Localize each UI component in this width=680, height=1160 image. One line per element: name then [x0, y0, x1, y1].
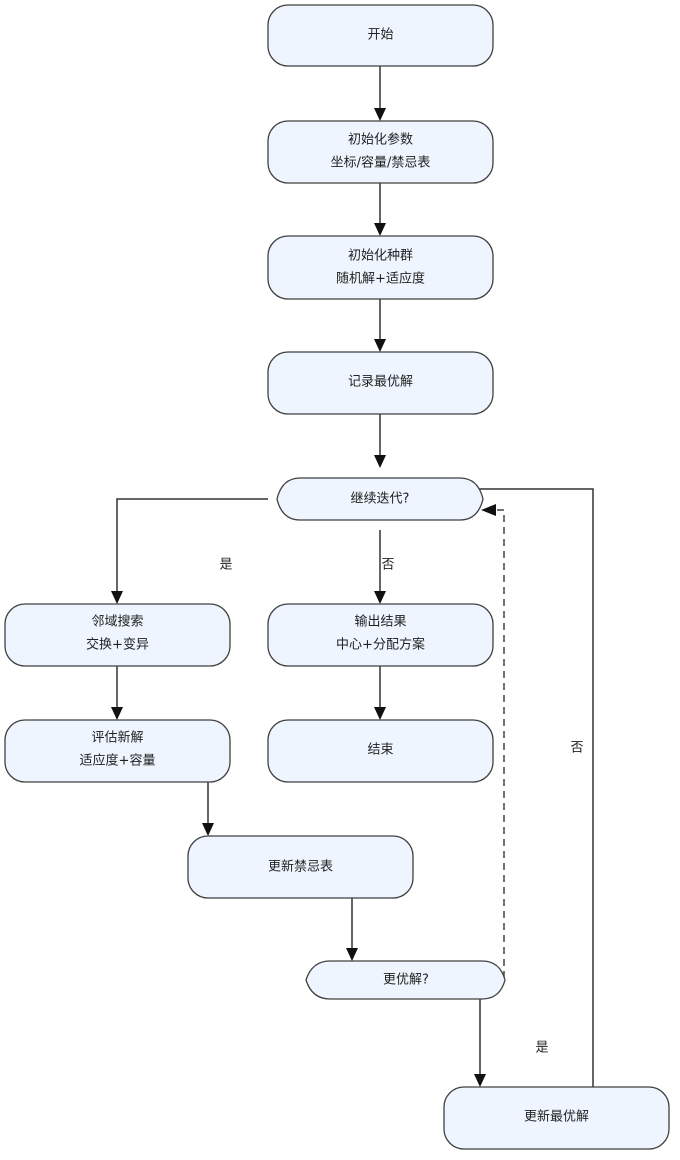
arrowhead [374, 339, 386, 352]
edge-continue-to-neighbor-search [116, 498, 268, 593]
arrowhead [481, 504, 496, 516]
node-init-params-label-2: 坐标/容量/禁忌表 [331, 155, 431, 171]
node-continue-iteration: 继续迭代? [276, 477, 484, 521]
node-end-shape [267, 719, 494, 783]
node-init-population-label-1: 初始化种群 [348, 249, 413, 264]
arrowhead [111, 707, 123, 720]
node-end: 结束 [267, 719, 494, 783]
node-output-result-label-1: 输出结果 [354, 614, 406, 630]
node-better-solution: 更优解? [305, 960, 506, 1000]
node-evaluate-new: 评估新解 适应度+容量 [4, 719, 231, 783]
node-neighbor-search-label-2: 交换+变异 [86, 637, 149, 653]
arrowhead [374, 591, 386, 604]
node-start-label: 开始 [367, 28, 393, 43]
arrowhead [474, 1074, 486, 1087]
arrowhead [374, 223, 386, 236]
node-start: 开始 [267, 4, 494, 67]
node-evaluate-new-shape [4, 719, 231, 783]
edge-better-to-continue-dashed [494, 509, 505, 978]
node-better-solution-label: 更优解? [383, 973, 429, 988]
edge-label-continue-yes: 是 [219, 558, 232, 573]
node-output-result-shape [267, 603, 494, 667]
node-init-population-label-2: 随机解+适应度 [336, 271, 425, 287]
node-update-tabu-label: 更新禁忌表 [268, 859, 333, 875]
node-start-shape [267, 4, 494, 67]
arrowhead [111, 591, 123, 604]
arrowhead [346, 948, 358, 961]
node-neighbor-search: 邻域搜索 交换+变异 [4, 603, 231, 667]
node-neighbor-search-shape [4, 603, 231, 667]
node-output-result-label-2: 中心+分配方案 [336, 637, 425, 653]
edges [111, 66, 594, 1087]
node-init-population-shape [267, 235, 494, 300]
node-update-tabu: 更新禁忌表 [187, 835, 414, 899]
node-record-best-shape [267, 351, 494, 415]
node-update-best: 更新最优解 [443, 1086, 670, 1150]
arrowhead [374, 707, 386, 720]
node-continue-iteration-label: 继续迭代? [351, 492, 410, 507]
node-continue-iteration-shape [276, 477, 484, 521]
edge-label-better-no: 否 [570, 741, 583, 756]
edge-labels: 是 否 是 否 [219, 558, 583, 1056]
arrowhead [202, 823, 214, 836]
node-update-tabu-shape [187, 835, 414, 899]
edge-update-best-to-continue [472, 488, 594, 1087]
node-init-params-label-1: 初始化参数 [348, 132, 413, 148]
nodes: 开始 初始化参数 坐标/容量/禁忌表 初始化种群 随机解+适应度 记录最优解 继… [4, 4, 670, 1150]
node-update-best-label: 更新最优解 [524, 1109, 589, 1125]
node-record-best: 记录最优解 [267, 351, 494, 415]
node-evaluate-new-label-1: 评估新解 [91, 730, 143, 746]
node-evaluate-new-label-2: 适应度+容量 [80, 753, 156, 769]
node-end-label: 结束 [367, 743, 393, 758]
node-init-params: 初始化参数 坐标/容量/禁忌表 [267, 120, 494, 184]
node-neighbor-search-label-1: 邻域搜索 [91, 615, 143, 630]
edge-label-continue-no: 否 [381, 558, 394, 573]
node-update-best-shape [443, 1086, 670, 1150]
arrowhead [374, 455, 386, 468]
node-output-result: 输出结果 中心+分配方案 [267, 603, 494, 667]
node-init-population: 初始化种群 随机解+适应度 [267, 235, 494, 300]
edge-label-better-yes: 是 [535, 1041, 548, 1056]
node-init-params-shape [267, 120, 494, 184]
arrowhead [374, 108, 386, 121]
node-better-solution-shape [305, 960, 506, 1000]
node-record-best-label: 记录最优解 [348, 375, 413, 390]
